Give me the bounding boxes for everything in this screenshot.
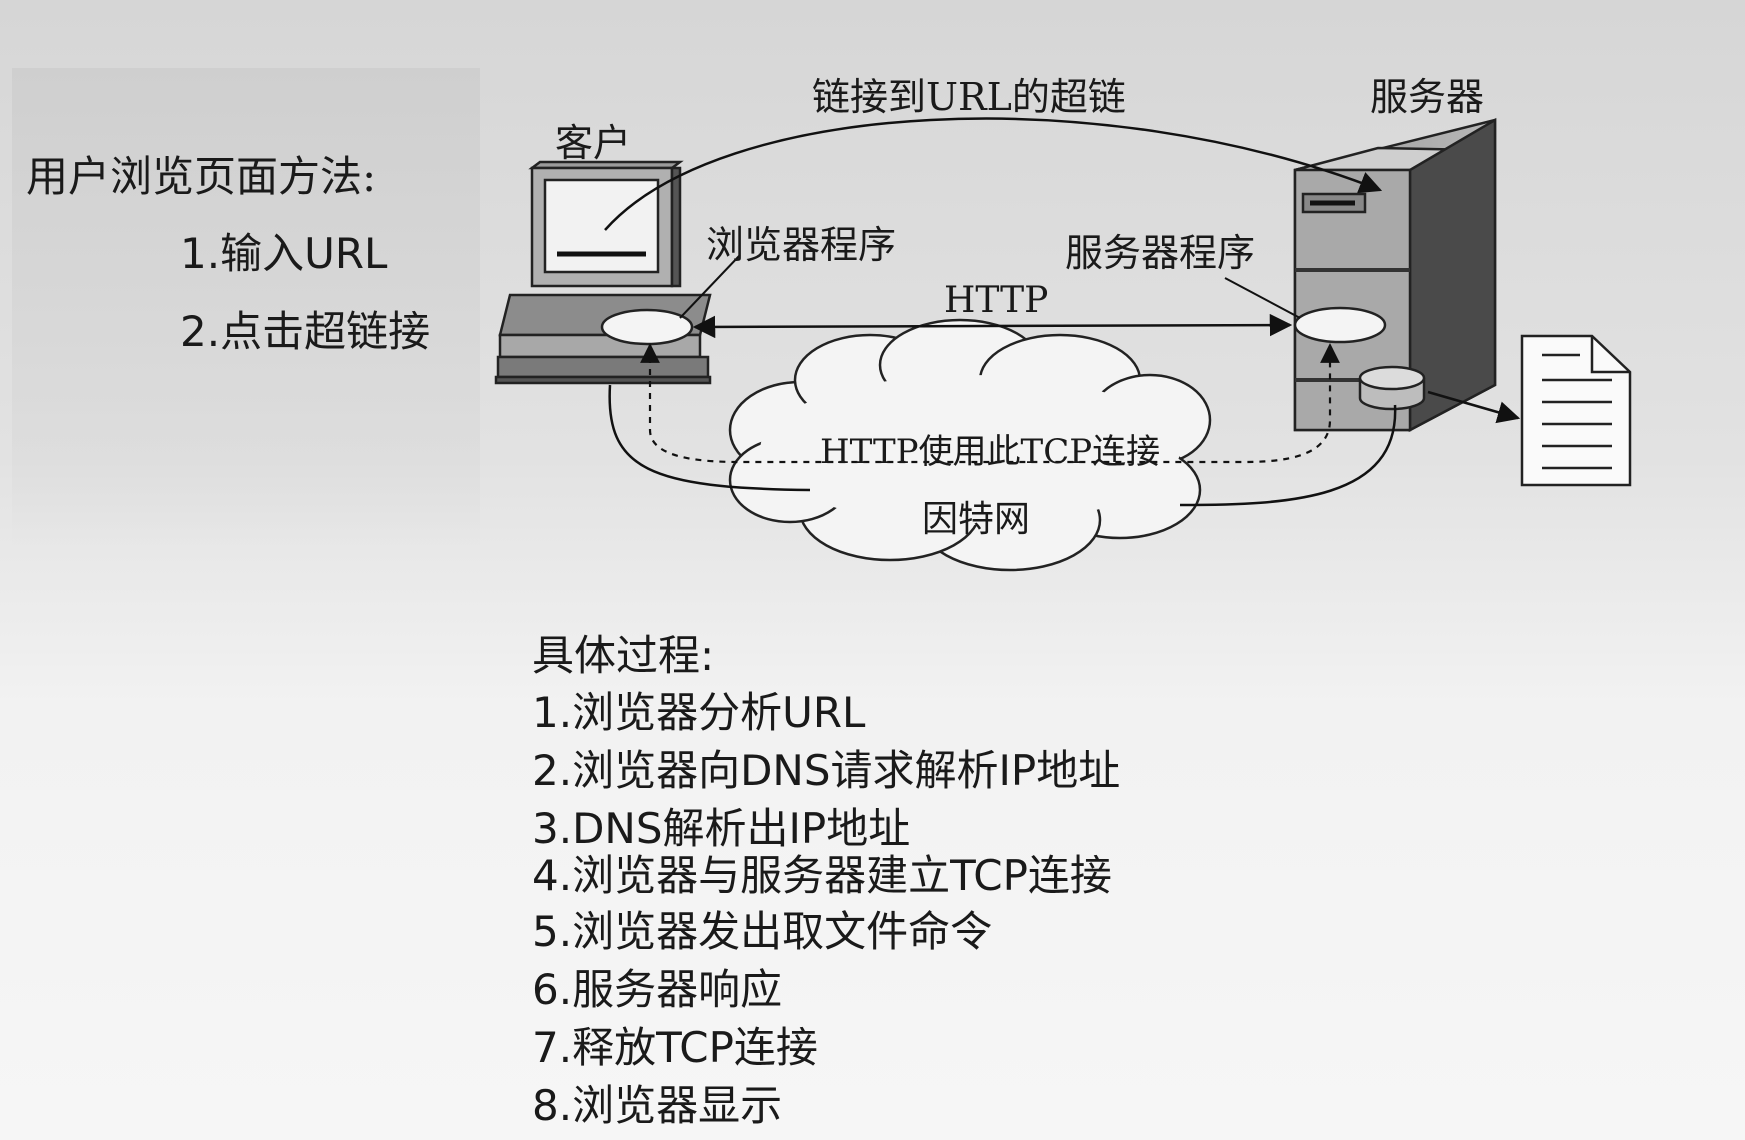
http-label: HTTP bbox=[944, 280, 1049, 321]
process-step: 2.浏览器向DNS请求解析IP地址 bbox=[532, 746, 1121, 795]
client-internet-link bbox=[608, 384, 811, 492]
browser-program-node bbox=[600, 308, 694, 346]
internet-label: 因特网 bbox=[922, 499, 1031, 540]
server-internet-link bbox=[1179, 404, 1397, 507]
method-item-enter-url: 1.输入URL bbox=[180, 229, 388, 278]
process-step: 4.浏览器与服务器建立TCP连接 bbox=[532, 851, 1112, 900]
method-item-click-link: 2.点击超链接 bbox=[180, 307, 431, 356]
browser-program-pointer bbox=[679, 254, 741, 319]
client-computer bbox=[494, 160, 712, 385]
disk-cylinder-icon bbox=[1358, 365, 1426, 411]
document-icon bbox=[1520, 334, 1632, 487]
server-machine bbox=[1293, 117, 1497, 433]
process-step: 8.浏览器显示 bbox=[532, 1081, 783, 1130]
internet-cloud bbox=[728, 318, 1212, 572]
methods-panel bbox=[12, 68, 480, 548]
http-arrow bbox=[692, 313, 1293, 339]
process-step: 6.服务器响应 bbox=[532, 965, 783, 1014]
tcp-connection-label: HTTP使用此TCP连接 bbox=[820, 432, 1161, 472]
server-program-label: 服务器程序 bbox=[1065, 231, 1256, 275]
process-title: 具体过程: bbox=[532, 631, 715, 680]
process-step: 3.DNS解析出IP地址 bbox=[532, 804, 911, 853]
browser-program-label: 浏览器程序 bbox=[706, 223, 897, 267]
process-step: 5.浏览器发出取文件命令 bbox=[532, 907, 993, 956]
server-program-node bbox=[1293, 306, 1387, 344]
client-label: 客户 bbox=[555, 121, 632, 165]
process-step: 7.释放TCP连接 bbox=[532, 1023, 818, 1072]
process-step: 1.浏览器分析URL bbox=[532, 688, 866, 737]
server-label: 服务器 bbox=[1370, 75, 1485, 119]
disk-to-document-arrow bbox=[1427, 390, 1521, 424]
methods-title: 用户浏览页面方法: bbox=[26, 152, 377, 201]
hyperlink-label: 链接到URL的超链 bbox=[812, 75, 1126, 119]
hyperlink-arrow bbox=[604, 117, 1383, 231]
server-program-pointer bbox=[1224, 277, 1301, 319]
